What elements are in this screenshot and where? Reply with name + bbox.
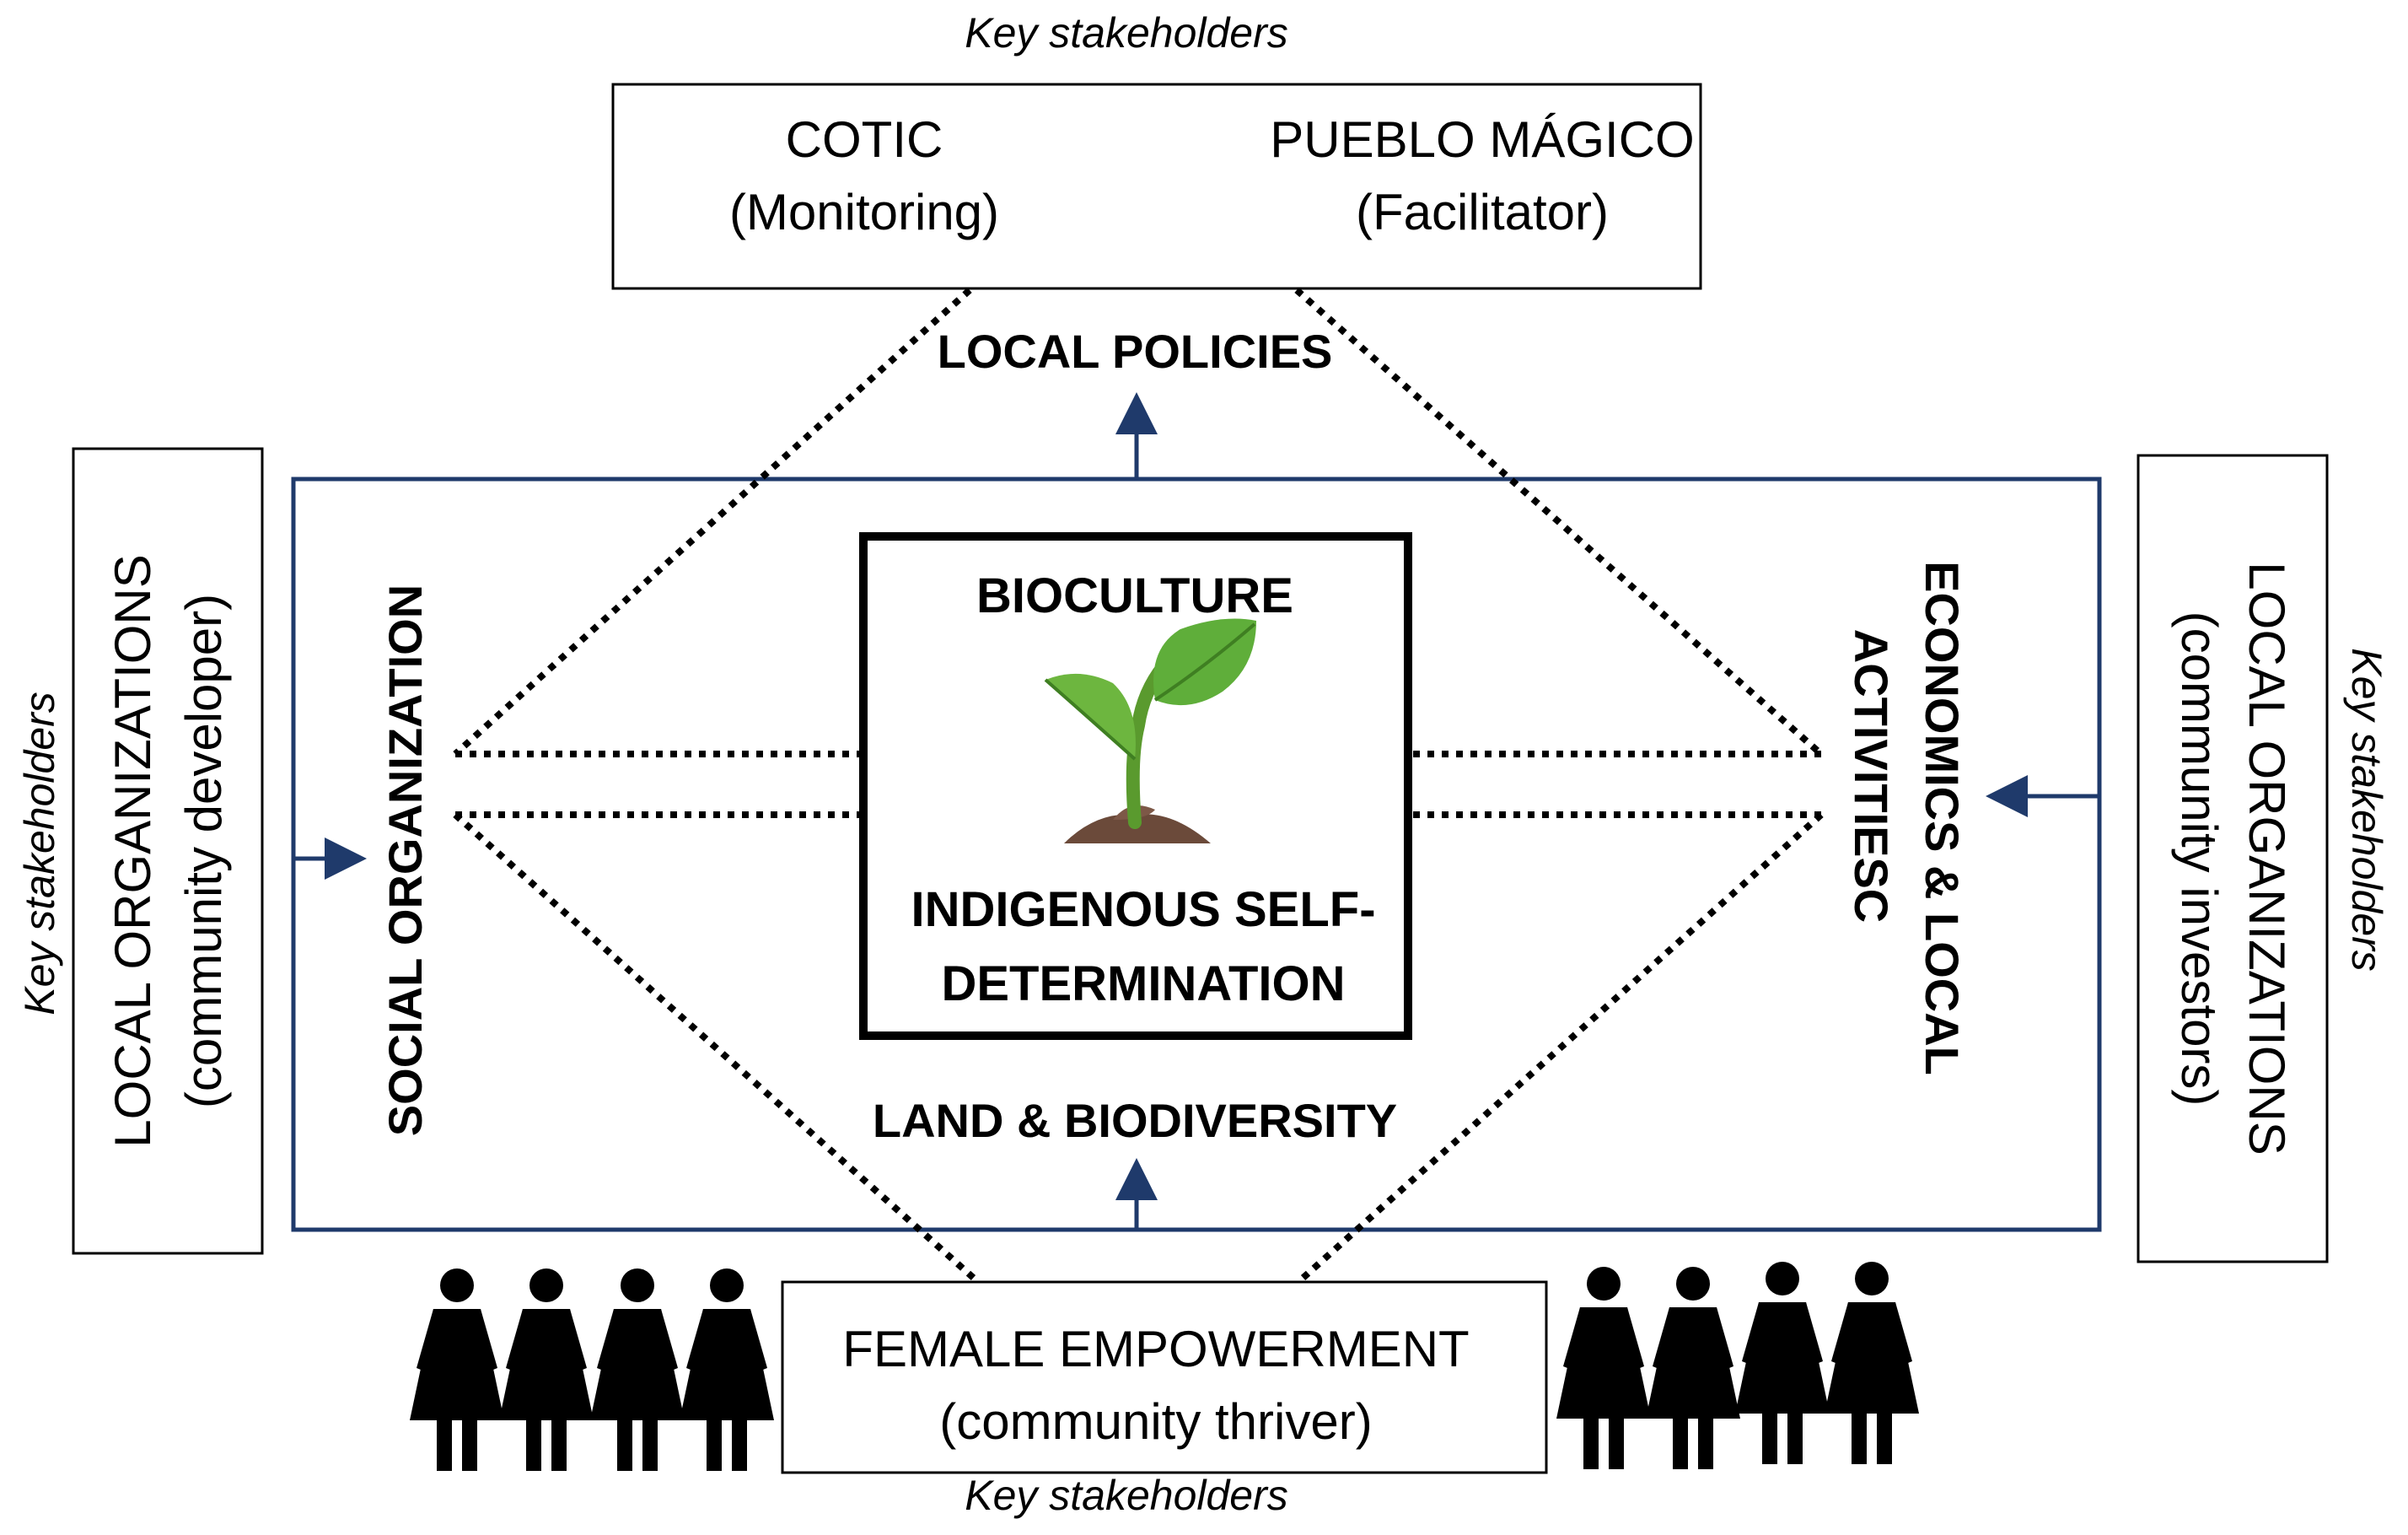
bioculture-title: BIOCULTURE	[976, 568, 1293, 623]
seedling-icon	[1044, 618, 1256, 843]
left-org-title: LOCAL ORGANIZATIONS	[105, 554, 161, 1147]
woman-icon	[410, 1268, 504, 1471]
local-policies-label: LOCAL POLICIES	[938, 325, 1333, 378]
woman-icon	[1556, 1267, 1651, 1469]
economics-label-line2: ACTIVITIESC	[1845, 629, 1898, 923]
woman-icon	[1825, 1262, 1919, 1464]
pueblo-magico-role: (Facilitator)	[1356, 184, 1609, 240]
female-empowerment-title: FEMALE EMPOWERMENT	[842, 1321, 1469, 1377]
dotted-diamond	[453, 288, 1824, 1285]
bottom-caption: Key stakeholders	[965, 1472, 1288, 1519]
woman-icon	[590, 1268, 685, 1471]
female-empowerment-role: (community thriver)	[939, 1393, 1372, 1450]
left-org-role: (community developer)	[175, 594, 232, 1108]
self-determination-line2: DETERMINATION	[941, 956, 1345, 1011]
bottom-stakeholder-box	[781, 1280, 1548, 1474]
woman-icon	[1646, 1267, 1740, 1469]
cotic-title: COTIC	[786, 111, 943, 168]
left-caption: Key stakeholders	[16, 692, 63, 1015]
right-caption: Key stakeholders	[2343, 648, 2390, 972]
woman-icon	[1735, 1262, 1830, 1464]
top-stakeholder-box	[611, 83, 1702, 290]
right-stakeholder-box	[2137, 454, 2329, 1263]
land-biodiversity-label: LAND & BIODIVERSITY	[873, 1094, 1397, 1147]
left-stakeholder-box	[72, 447, 264, 1255]
social-organization-label: SOCIAL ORGANIZATION	[379, 584, 432, 1136]
woman-icon	[499, 1268, 594, 1471]
cotic-role: (Monitoring)	[729, 184, 999, 240]
right-org-title: LOCAL ORGANIZATIONS	[2239, 562, 2295, 1155]
economics-label-line1: ECONOMICS & LOCAL	[1916, 561, 1969, 1075]
top-caption: Key stakeholders	[965, 9, 1288, 57]
pueblo-magico-title: PUEBLO MÁGICO	[1270, 111, 1694, 168]
blue-frame	[291, 477, 2102, 1232]
woman-icon	[680, 1268, 774, 1471]
self-determination-line1: INDIGENOUS SELF-	[911, 882, 1375, 937]
right-org-role: (community investors)	[2171, 611, 2228, 1107]
